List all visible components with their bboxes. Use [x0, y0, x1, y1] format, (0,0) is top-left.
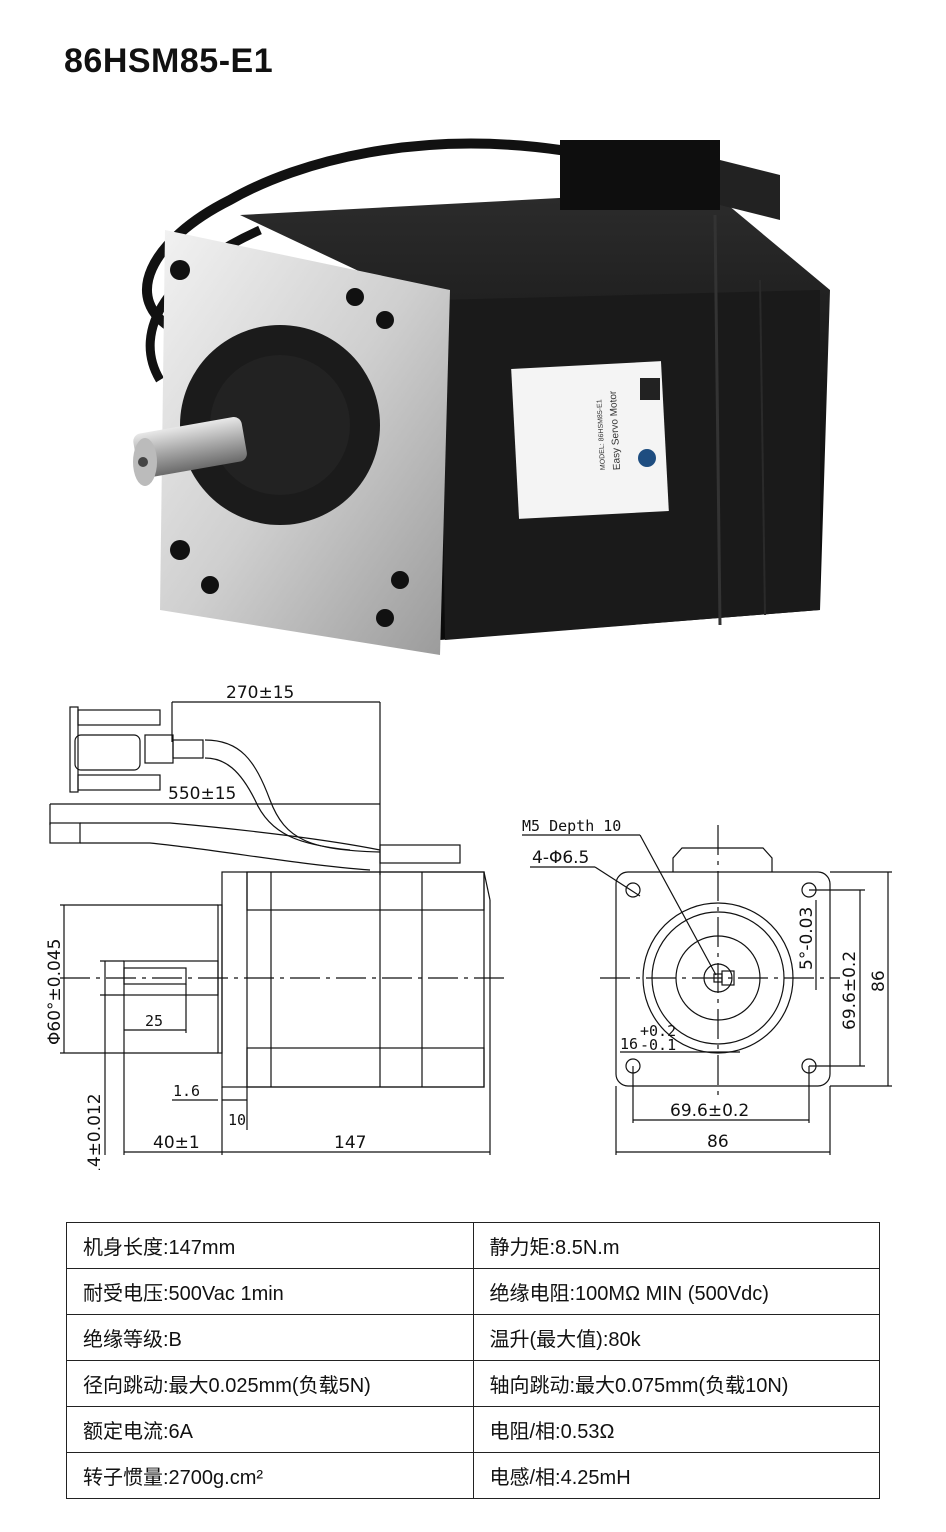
dim-pilot-height: 1.6	[173, 1082, 200, 1100]
dim-encoder-cable: 270±15	[226, 683, 294, 703]
dim-shaft-diameter: 14±0.012	[85, 1093, 105, 1170]
spec-cell: 绝缘电阻:100MΩ MIN (500Vdc)	[472, 1268, 880, 1315]
product-title: 86HSM85-E1	[64, 42, 274, 80]
dim-height: 86	[869, 970, 889, 992]
dim-flat-depth: 5°-0.03	[797, 907, 817, 970]
dim-flange-thickness: 10	[228, 1111, 246, 1129]
label-model: MODEL: 86HSM85-E1	[596, 399, 607, 470]
spec-cell: 耐受电压:500Vac 1min	[66, 1268, 474, 1315]
spec-cell: 绝缘等级:B	[66, 1314, 474, 1361]
spec-cell: 机身长度:147mm	[66, 1222, 474, 1269]
spec-cell: 额定电流:6A	[66, 1406, 474, 1453]
spec-cell: 电阻/相:0.53Ω	[472, 1406, 880, 1453]
dim-hole-spacing-v: 69.6±0.2	[840, 951, 860, 1030]
dim-pilot-diameter: Φ60°±0.045	[45, 939, 65, 1045]
spec-cell: 静力矩:8.5N.m	[472, 1222, 880, 1269]
spec-cell: 电感/相:4.25mH	[472, 1452, 880, 1499]
dim-tapped-hole: M5 Depth 10	[522, 817, 621, 835]
dim-key-width: 16	[620, 1035, 638, 1053]
spec-cell: 径向跳动:最大0.025mm(负载5N)	[66, 1360, 474, 1407]
dim-body-length: 147	[334, 1133, 366, 1153]
dim-flat-length: 25	[145, 1012, 163, 1030]
dim-power-cable: 550±15	[168, 784, 236, 804]
brand-logo-icon	[638, 449, 656, 467]
table-row: 径向跳动:最大0.025mm(负载5N)轴向跳动:最大0.075mm(负载10N…	[66, 1360, 880, 1407]
dim-width: 86	[707, 1132, 729, 1152]
dim-key-tol-plus: +0.2	[640, 1022, 676, 1040]
label-brand: Easy Servo Motor	[608, 390, 623, 471]
spec-cell: 转子惯量:2700g.cm²	[66, 1452, 474, 1499]
front-view-drawing: M5 Depth 10 4-Φ6.5 5°-0.03 16 +0.2 -0.1 …	[522, 817, 892, 1155]
spec-cell: 温升(最大值):80k	[472, 1314, 880, 1361]
dim-key-tol-minus: -0.1	[640, 1036, 676, 1054]
qr-code-icon	[640, 378, 660, 400]
dim-hole-spacing-h: 69.6±0.2	[670, 1101, 749, 1121]
side-view-drawing: 270±15 550±15 Φ60°±0.045 14±0.012 25 1.6…	[45, 683, 505, 1170]
dim-mount-holes: 4-Φ6.5	[532, 848, 589, 868]
spec-cell: 轴向跳动:最大0.075mm(负载10N)	[472, 1360, 880, 1407]
motor-photo: Easy Servo Motor MODEL: 86HSM85-E1	[133, 138, 830, 655]
dim-shaft-length: 40±1	[153, 1133, 200, 1153]
